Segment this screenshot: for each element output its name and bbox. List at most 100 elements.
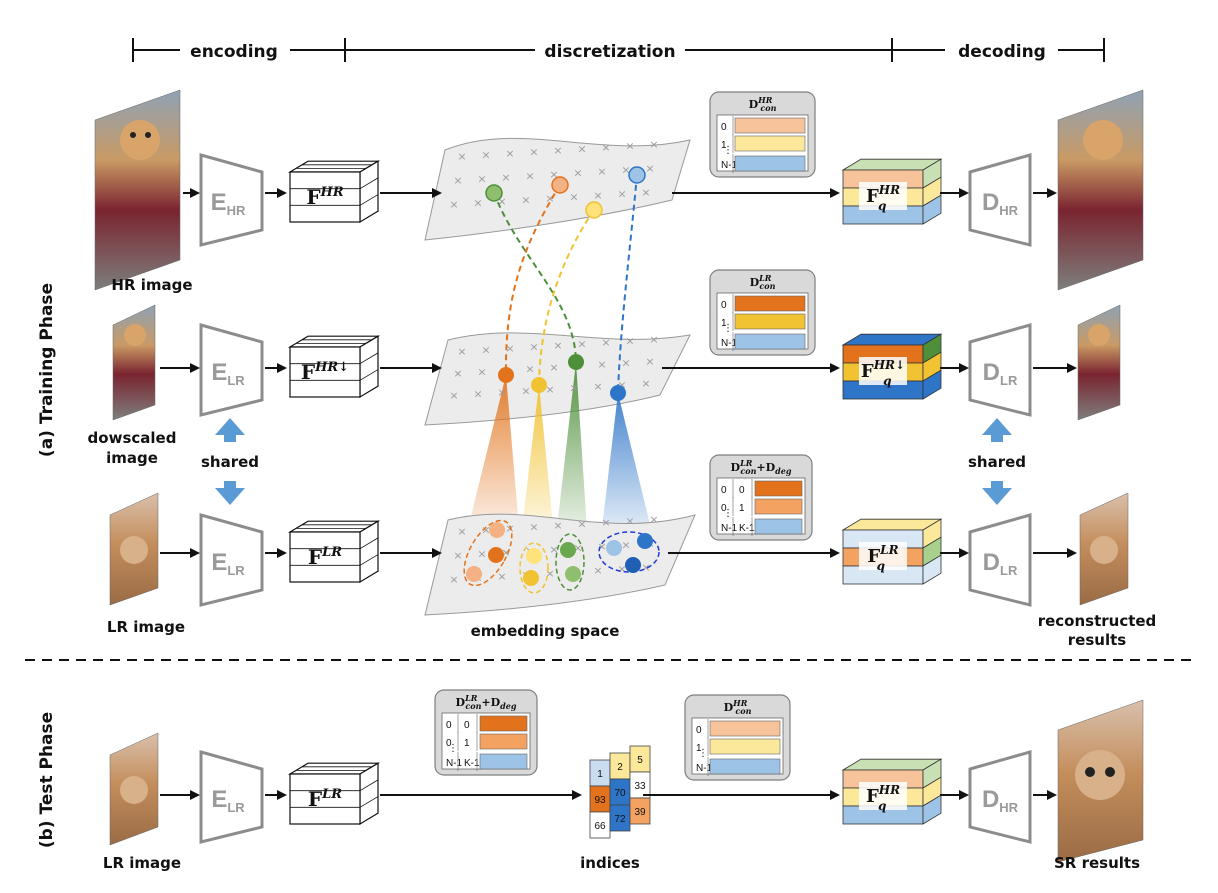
svg-text:×: × xyxy=(649,138,658,151)
codebook-index: 0 xyxy=(721,300,727,311)
blue-beam xyxy=(600,393,655,545)
svg-text:×: × xyxy=(577,338,586,351)
svg-text:×: × xyxy=(497,570,506,583)
orange-beam xyxy=(465,375,520,540)
quantized-label: FHR↓q xyxy=(861,358,905,388)
codebook-index-2: K-1 xyxy=(739,523,755,534)
svg-text:×: × xyxy=(617,188,626,201)
codebook-index: 0 xyxy=(721,485,727,496)
svg-text:×: × xyxy=(577,518,586,531)
lr-image xyxy=(109,492,159,606)
codebook-index: 1 xyxy=(696,743,702,754)
codebook-entry xyxy=(734,333,806,350)
svg-text:×: × xyxy=(449,198,458,211)
embedding-space-label: embedding space xyxy=(471,622,620,640)
codebook-index: 1 xyxy=(721,140,727,151)
downscaled-reconstructed-image xyxy=(1077,304,1121,421)
lr-codeword-blue xyxy=(610,385,626,401)
svg-text:×: × xyxy=(457,150,466,163)
svg-text:⋮: ⋮ xyxy=(448,743,458,754)
decoder-lr-1: DLR xyxy=(968,323,1032,417)
hr-codeword-yellow xyxy=(585,201,603,219)
flow-arrows xyxy=(160,188,1077,800)
index-value: 93 xyxy=(594,795,606,806)
codebook-index-2: 0 xyxy=(739,485,745,496)
svg-text:×: × xyxy=(553,519,562,532)
svg-text:×: × xyxy=(649,513,658,526)
codebook-entry xyxy=(734,117,806,134)
encoder-test: ELR xyxy=(199,750,264,844)
codebook-entry xyxy=(754,518,803,535)
codeword-links xyxy=(493,174,638,394)
codebook-index-2: 1 xyxy=(464,738,470,749)
svg-text:×: × xyxy=(593,189,602,202)
svg-text:×: × xyxy=(545,567,554,580)
yellow-beam xyxy=(520,385,555,545)
svg-text:×: × xyxy=(453,174,462,187)
svg-text:×: × xyxy=(625,140,634,153)
lr-image-label: LR image xyxy=(107,618,185,636)
hr-image xyxy=(94,89,181,291)
codebook-entry xyxy=(479,715,528,732)
index-value: 2 xyxy=(617,762,623,773)
codebook-index: 0 xyxy=(721,503,727,514)
svg-text:×: × xyxy=(577,143,586,156)
codebook-index: 1 xyxy=(721,318,727,329)
svg-text:×: × xyxy=(497,386,506,399)
index-value: 66 xyxy=(594,821,606,832)
svg-text:×: × xyxy=(525,363,534,376)
codebook-index: 0 xyxy=(721,122,727,133)
decoder-lr-2: DLR xyxy=(968,513,1032,607)
svg-text:×: × xyxy=(573,167,582,180)
downscaled-image xyxy=(112,304,156,421)
svg-text:×: × xyxy=(625,515,634,528)
svg-text:×: × xyxy=(505,522,514,535)
index-value: 33 xyxy=(634,781,646,792)
svg-text:×: × xyxy=(521,194,530,207)
svg-text:×: × xyxy=(529,341,538,354)
svg-text:×: × xyxy=(473,197,482,210)
downscaled-image-label-1: dowscaled xyxy=(88,429,177,447)
svg-text:×: × xyxy=(525,170,534,183)
dog-face-icon xyxy=(120,120,160,160)
test-lr-image-label: LR image xyxy=(103,854,181,872)
svg-text:⋮: ⋮ xyxy=(723,508,733,519)
decoder-test: DHR xyxy=(968,750,1032,844)
codebook-entry xyxy=(734,135,806,152)
svg-text:×: × xyxy=(505,147,514,160)
svg-text:×: × xyxy=(529,146,538,159)
svg-text:×: × xyxy=(601,336,610,349)
codebook-entry xyxy=(709,720,781,737)
hr-codeword-blue xyxy=(628,166,646,184)
svg-text:×: × xyxy=(453,549,462,562)
svg-text:×: × xyxy=(549,361,558,374)
codebook-index-2: 1 xyxy=(739,503,745,514)
svg-text:×: × xyxy=(477,366,486,379)
svg-text:×: × xyxy=(449,389,458,402)
decoding-label: decoding xyxy=(958,42,1046,62)
svg-text:×: × xyxy=(481,344,490,357)
svg-text:×: × xyxy=(601,516,610,529)
index-value: 5 xyxy=(637,755,643,766)
index-value: 1 xyxy=(597,769,603,780)
svg-text:×: × xyxy=(597,358,606,371)
decoder-hr: DHR xyxy=(968,153,1032,247)
codebook-entry xyxy=(734,155,806,172)
codebook-index: N-1 xyxy=(446,758,463,769)
feature-cube-test: FLR xyxy=(287,762,381,826)
codebook-index: N-1 xyxy=(721,160,738,171)
svg-text:×: × xyxy=(457,525,466,538)
svg-text:ELR: ELR xyxy=(211,359,245,388)
index-value: 72 xyxy=(614,814,626,825)
training-phase-label: (a) Training Phase xyxy=(37,283,57,457)
phase-header: encoding discretization decoding xyxy=(132,38,1105,62)
